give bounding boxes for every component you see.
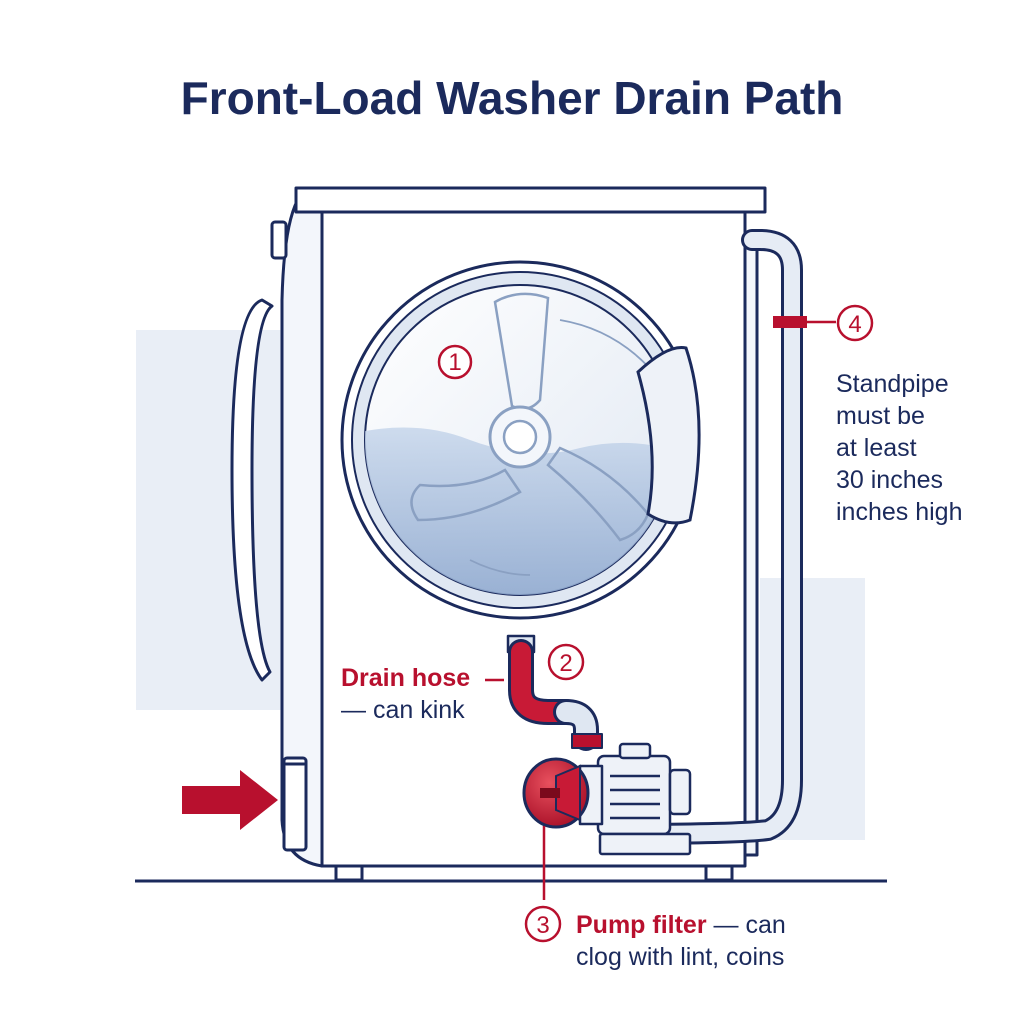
callout-3: 3 Pump filter — can clog with lint, coin…	[524, 826, 786, 971]
washer-top	[294, 186, 767, 214]
washer-right-strip	[743, 233, 759, 857]
callout-4-line: 30 inches	[836, 466, 943, 494]
washer-side-panel	[280, 188, 324, 868]
door-gasket	[636, 346, 701, 525]
callout-3-line1: Pump filter — can	[576, 911, 786, 939]
control-knob-icon	[270, 220, 288, 260]
callout-4-line: at least	[836, 434, 917, 462]
drum-icon	[340, 260, 701, 620]
pump-filter-icon	[522, 757, 590, 829]
service-access-panel	[282, 756, 308, 852]
callout-4: 4 Standpipe must be at least 30 inches i…	[807, 304, 962, 526]
diagram-title: Front-Load Washer Drain Path	[181, 72, 844, 124]
callout-1-number: 1	[448, 349, 461, 376]
callout-3-title: Pump filter	[576, 911, 707, 939]
drain-pump-icon	[578, 742, 692, 856]
callout-4-number: 4	[848, 311, 861, 338]
callout-4-line: must be	[836, 402, 925, 430]
callout-1: 1	[437, 344, 473, 380]
standpipe-marker	[773, 316, 807, 328]
callout-3-number: 3	[536, 912, 549, 939]
door-handle	[230, 298, 274, 682]
callout-2-title: Drain hose	[341, 664, 470, 692]
callout-2-text: — can kink	[341, 696, 465, 724]
washer-foot-left	[334, 864, 364, 882]
callout-2: 2 Drain hose — can kink	[341, 643, 585, 724]
callout-4-line: Standpipe	[836, 370, 949, 398]
drain-path	[506, 229, 807, 845]
callout-2-number: 2	[559, 650, 572, 677]
callout-4-line: inches high	[836, 498, 962, 526]
washer-foot-right	[704, 864, 734, 882]
callout-3-text-inline: — can	[707, 911, 786, 939]
access-arrow-icon	[182, 770, 278, 830]
callout-3-text-line2: clog with lint, coins	[576, 943, 784, 971]
